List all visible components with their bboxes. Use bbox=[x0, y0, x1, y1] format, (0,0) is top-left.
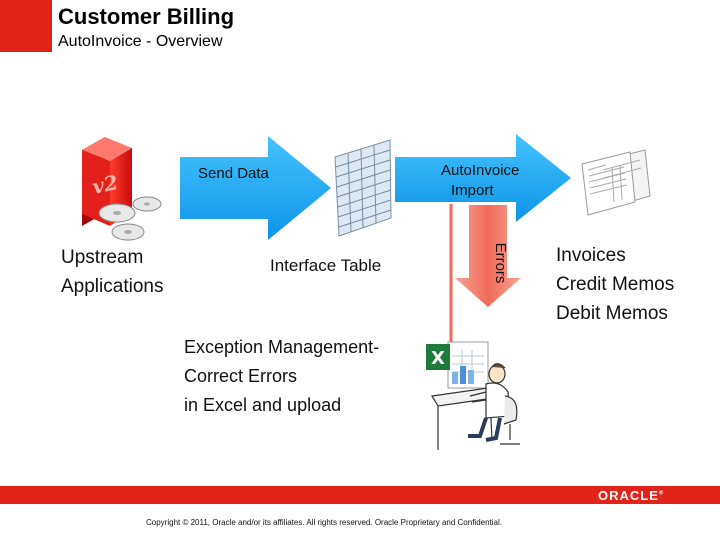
slide-title: Customer Billing bbox=[58, 4, 235, 29]
excel-icon: X bbox=[426, 341, 489, 389]
autoinvoice-line-2: Import bbox=[451, 182, 494, 199]
exception-line-2: Correct Errors bbox=[184, 366, 298, 386]
errors-label: Errors bbox=[492, 242, 509, 284]
upstream-line-2: Applications bbox=[61, 276, 164, 297]
brand-red-corner bbox=[0, 0, 52, 52]
copyright-notice: Copyright © 2011, Oracle and/or its affi… bbox=[146, 518, 502, 527]
oracle-logo-text: ORACLE bbox=[598, 488, 659, 503]
exception-line-1: Exception Management- bbox=[184, 337, 380, 357]
interface-table-label: Interface Table bbox=[270, 256, 382, 275]
send-data-label: Send Data bbox=[198, 165, 269, 182]
autoinvoice-arrow bbox=[395, 134, 571, 222]
output-credit-memos: Credit Memos bbox=[556, 274, 675, 295]
oracle-logo: ORACLE® bbox=[598, 488, 665, 503]
outputs-list: Invoices Credit Memos Debit Memos bbox=[556, 241, 674, 328]
upstream-line-1: Upstream bbox=[61, 247, 144, 268]
cd-stack-icon bbox=[98, 196, 162, 241]
footer-band bbox=[0, 486, 720, 504]
output-invoices: Invoices bbox=[556, 245, 626, 266]
upstream-label: Upstream Applications bbox=[61, 243, 163, 301]
svg-text:X: X bbox=[431, 348, 445, 369]
person-at-desk-icon bbox=[431, 363, 520, 450]
interface-table-icon bbox=[334, 139, 392, 237]
send-data-arrow bbox=[180, 136, 331, 240]
server-badge-text: v2 bbox=[90, 170, 120, 199]
autoinvoice-label: AutoInvoice Import bbox=[441, 161, 519, 201]
overview-diagram: v2 bbox=[82, 134, 651, 450]
autoinvoice-line-1: AutoInvoice bbox=[441, 162, 520, 179]
invoice-documents-icon bbox=[581, 149, 651, 216]
exception-line-3: in Excel and upload bbox=[184, 395, 342, 415]
output-debit-memos: Debit Memos bbox=[556, 303, 668, 324]
slide-subtitle: AutoInvoice - Overview bbox=[58, 33, 223, 50]
exception-management-label: Exception Management- Correct Errors in … bbox=[184, 333, 379, 420]
errors-arrow bbox=[455, 205, 521, 307]
